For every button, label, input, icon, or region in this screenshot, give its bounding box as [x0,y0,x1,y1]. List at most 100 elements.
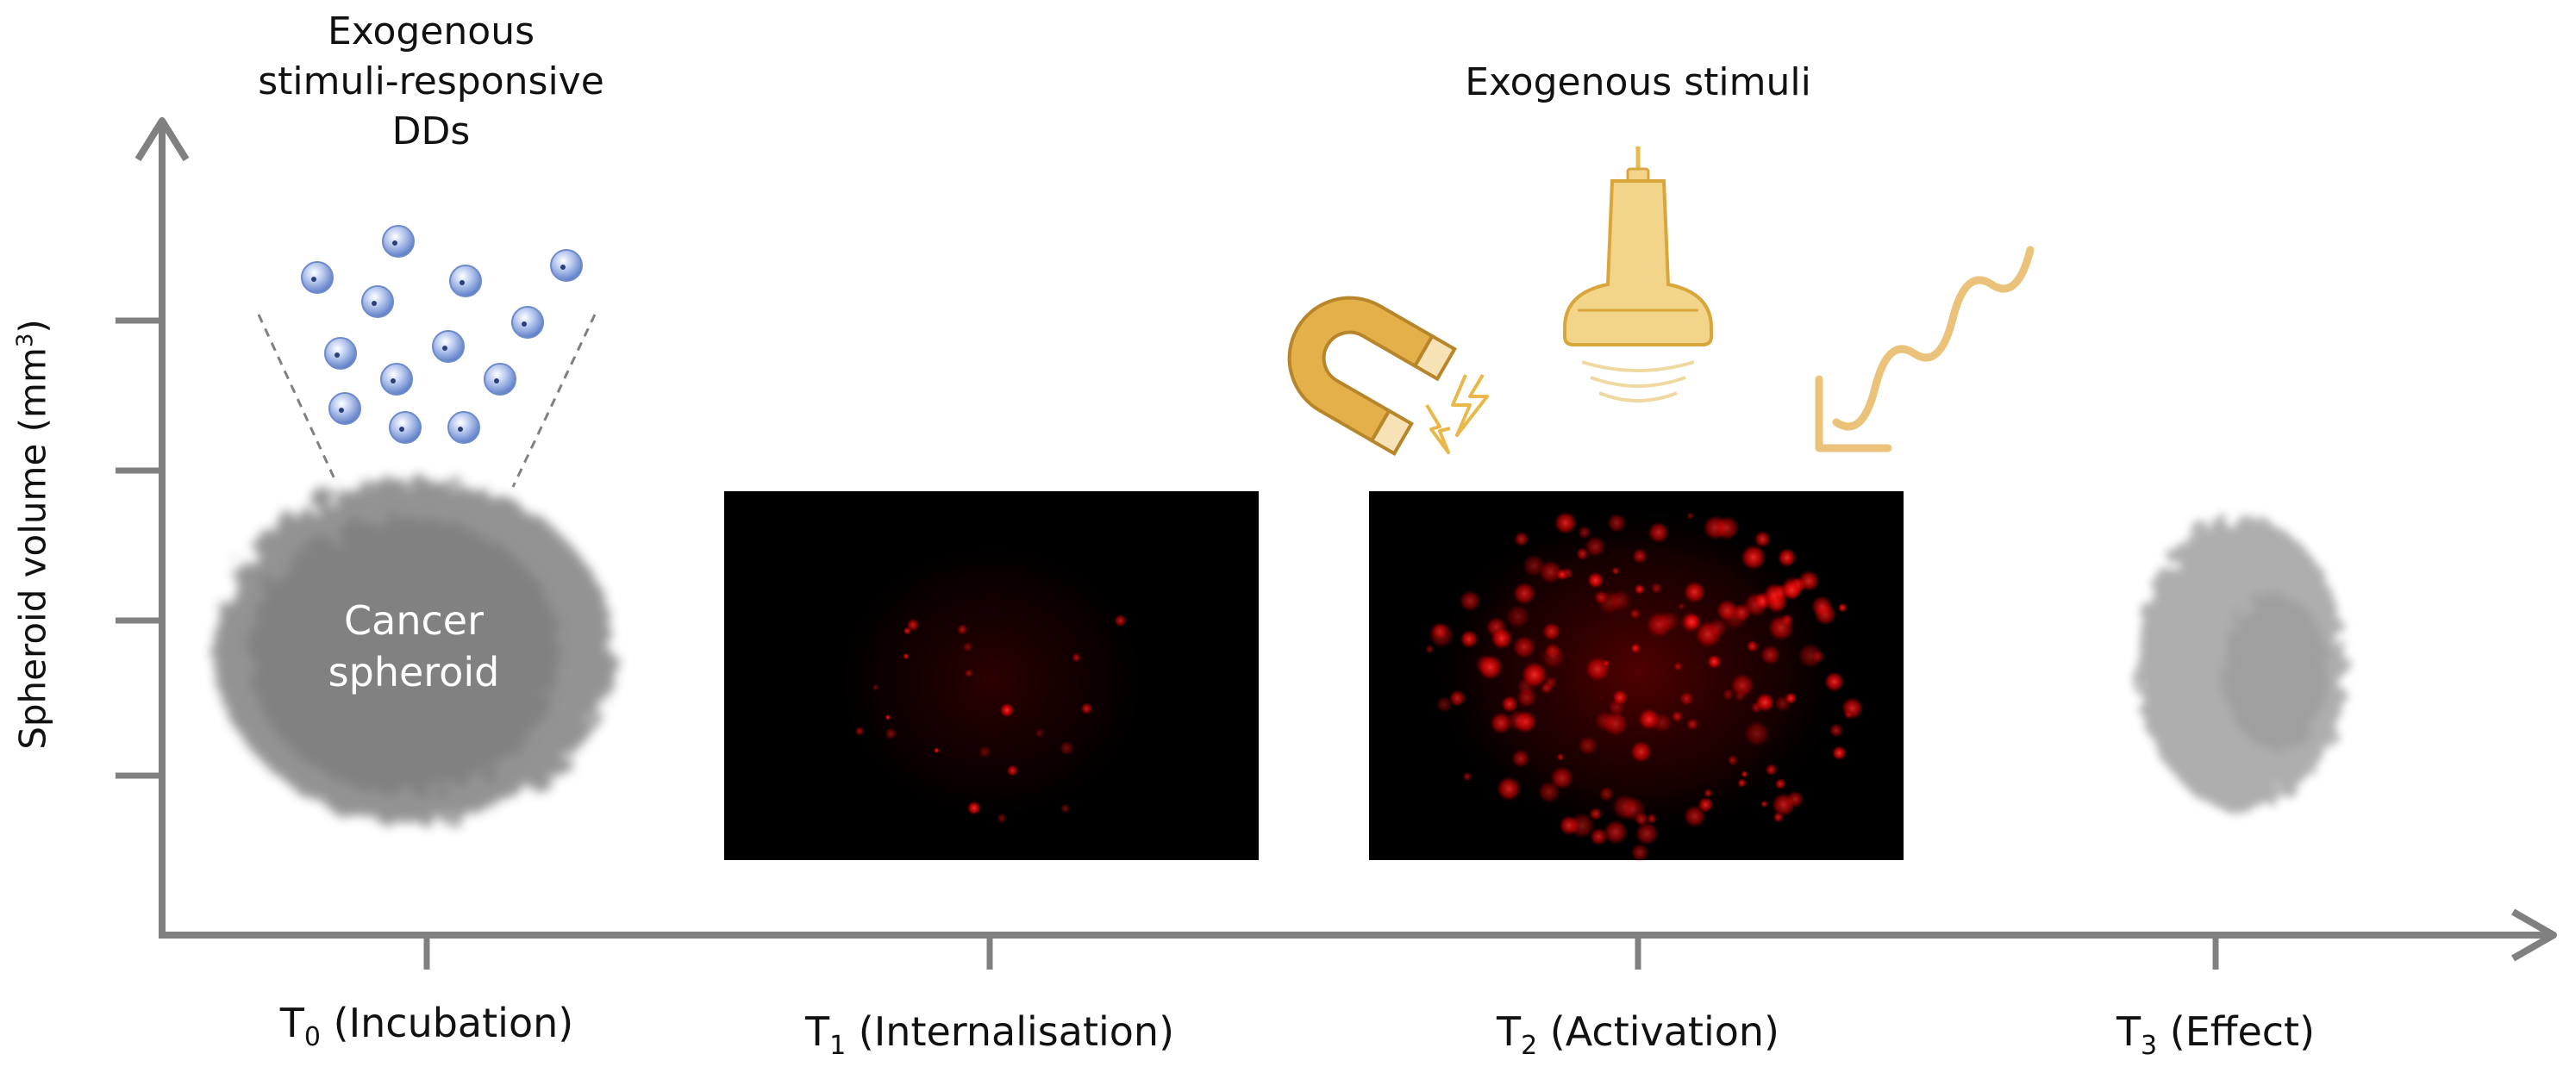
fluorescent-spot [1716,599,1739,622]
fluorescent-spot [1635,821,1660,846]
fluorescent-spot [1589,827,1608,846]
particle-core [458,427,463,432]
fluorescent-spot [1609,589,1632,612]
fluorescent-spot [1740,544,1767,571]
fluorescent-spot [1506,709,1529,732]
y-axis-arrow [134,117,190,162]
spark-icon [1425,373,1489,454]
fluorescent-spot [1496,776,1522,801]
timepoint-label-t1: T1 (Internalisation) [774,1008,1205,1061]
fluorescent-spot [1735,690,1746,702]
y-axis-label-text: Spheroid volume (mm [11,347,54,750]
fluorescent-spot [1589,807,1603,821]
fluorescent-spot [1541,644,1566,670]
fluorescent-spot [1754,530,1772,548]
y-axis-label-sup: 3 [12,333,39,348]
particle [389,411,422,444]
cone-line-right [511,314,597,488]
fluorescent-spot [1080,702,1093,715]
fluorescent-spot [1510,749,1530,769]
t-text: (Internalisation) [846,1008,1175,1055]
spheroid-label: Cancer spheroid [276,595,552,698]
fluorescent-spot [1760,645,1781,665]
particles-title: Exogenous stimuli-responsive DDs [207,7,655,157]
fluorescent-spot [1777,547,1798,568]
timepoint-label-t2: T2 (Activation) [1466,1008,1810,1061]
particle [361,285,394,318]
fluorescent-spot [1650,582,1663,595]
fluorescent-spot [1006,764,1019,777]
title-line: DDs [391,109,471,153]
timepoint-label-t0: T0 (Incubation) [254,1000,599,1052]
t-sub: 3 [2141,1031,2158,1062]
cancer-spheroid [216,478,612,823]
fluorescent-spot [1611,566,1620,576]
fluorescent-spot [1673,661,1684,671]
title-line: Exogenous [327,9,535,53]
fluorescent-spot [1722,688,1735,701]
fluorescent-spot [906,618,920,632]
fluorescent-spot [1773,695,1791,712]
cone-line-left [257,314,338,483]
particle-core [560,265,566,270]
fluorescent-spot [964,669,973,677]
fluorescent-spot [956,624,968,635]
light-wave-icon [1815,246,2035,452]
fluorescent-spot [1035,728,1045,739]
fluorescent-spot [1648,521,1670,544]
fluorescent-spot [1743,720,1771,747]
fluorescent-spot [1490,712,1512,734]
title-line: stimuli-responsive [258,59,604,103]
fluorescent-spot [1678,602,1685,610]
fluorescent-spot [1585,656,1611,683]
t-sub: 1 [829,1031,847,1062]
particle [511,306,544,339]
fluorescent-spot [1686,512,1695,521]
fluorescent-spot [1634,583,1646,596]
t-letter: T [1496,1008,1522,1055]
fluorescent-spot [1541,621,1561,641]
fluorescent-spot [934,747,940,754]
fluorescent-spot [1435,695,1453,714]
fluorescent-spot [1477,654,1504,681]
fluorescent-spot [962,641,973,652]
particle-core [460,280,465,285]
fluorescent-spot [1114,614,1128,627]
fluorescent-spot [1512,635,1536,659]
fluorescent-spot [1424,644,1435,654]
fluorescent-spot [1781,579,1803,601]
fluorescent-spot [1606,513,1627,533]
fluorescent-spot [1612,689,1629,706]
fluorescent-spot [1707,654,1722,670]
fluorescent-spot [1774,777,1786,790]
t-sub: 2 [1521,1031,1538,1062]
fluorescent-spot [1603,819,1629,845]
fluorescent-spot [1059,740,1074,756]
fluorescent-spot [872,684,879,691]
fluorescent-spot [1679,691,1694,707]
t-text: (Incubation) [321,1000,574,1046]
fluorescent-spot [1430,622,1448,640]
fluorescent-spot [1630,643,1641,654]
particle [484,363,516,396]
fluorescent-spot [1729,673,1755,698]
fluorescent-spot [1593,589,1609,605]
fluorescent-spot [1844,710,1854,720]
fluorescent-spot [1767,614,1795,642]
timepoint-label-t3: T3 (Effect) [2069,1008,2362,1061]
fluorescent-spot [1683,581,1706,604]
fluorescent-spot [1602,710,1629,737]
fluorescent-spot [1831,745,1847,761]
t-letter: T [279,1000,304,1046]
t-letter: T [2116,1008,2141,1055]
spheroid-label-line: Cancer [344,597,484,644]
fluorescent-spot [1737,778,1747,788]
fluorescent-spot [1459,589,1481,613]
fluorescent-spot [1540,682,1553,695]
y-axis-label: Spheroid volume (mm3) [12,319,54,750]
fluorescent-spot [1060,803,1071,814]
fluorescent-spot [885,727,897,740]
fluorescence-panel-activation [1369,491,1904,863]
